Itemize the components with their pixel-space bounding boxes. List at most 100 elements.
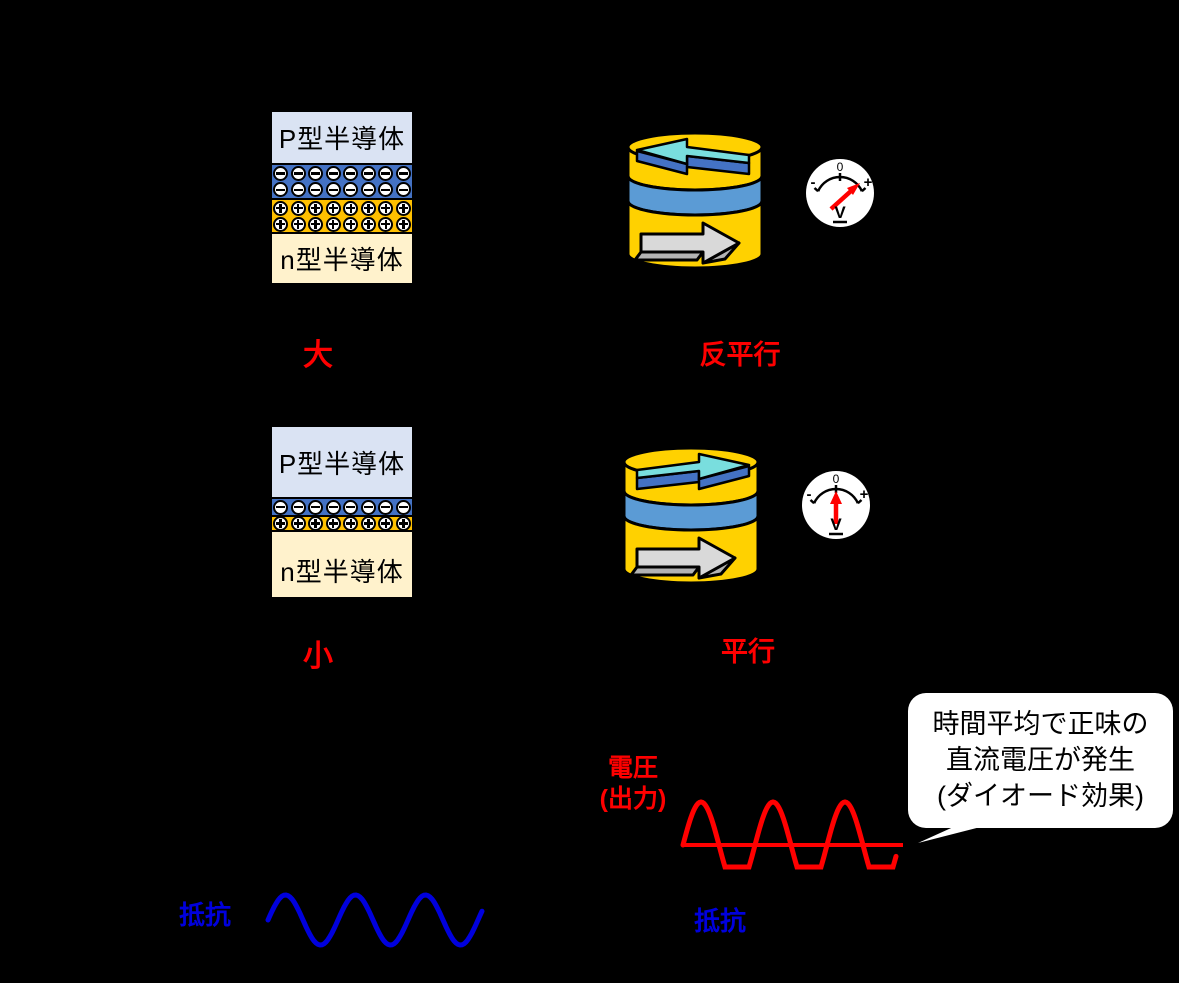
electron-icon bbox=[325, 182, 341, 198]
caption-parallel: 平行 bbox=[721, 637, 775, 667]
electron-icon bbox=[378, 499, 394, 515]
resistance-label-right: 抵抗 bbox=[693, 906, 746, 936]
rectified-wave-red bbox=[680, 799, 903, 870]
needle-pointing-plus bbox=[829, 189, 853, 211]
electron-icon bbox=[360, 182, 376, 198]
callout-line3: (ダイオード効果) bbox=[937, 781, 1144, 811]
electron-icon bbox=[290, 182, 306, 198]
pn-junction-large: P型半導体 n型半導体 bbox=[272, 112, 412, 283]
mtj-cylinder-antiparallel bbox=[626, 131, 764, 270]
hole-icon bbox=[343, 216, 359, 232]
voltage-label-line1: 電圧 bbox=[607, 754, 658, 782]
electron-icon bbox=[308, 182, 324, 198]
hole-icon bbox=[343, 200, 359, 216]
hole-charge-row bbox=[272, 200, 412, 216]
p-layer: P型半導体 bbox=[272, 112, 412, 163]
electron-icon bbox=[325, 499, 341, 515]
meter-plus-label: + bbox=[860, 486, 869, 503]
hole-icon bbox=[308, 216, 324, 232]
hole-icon bbox=[378, 200, 394, 216]
free-layer-arrow-left bbox=[635, 137, 751, 176]
hole-icon bbox=[290, 516, 306, 531]
hole-charge-row bbox=[272, 216, 412, 232]
hole-icon bbox=[343, 516, 359, 531]
callout-line1: 時間平均で正味の bbox=[932, 709, 1149, 739]
electron-icon bbox=[395, 182, 411, 198]
voltmeter-parallel: 0 - + V bbox=[802, 471, 870, 539]
pn-junction-small: P型半導体 n型半導体 bbox=[272, 427, 412, 597]
hole-layer bbox=[272, 198, 412, 232]
callout-bubble: 時間平均で正味の 直流電圧が発生 (ダイオード効果) bbox=[908, 693, 1173, 828]
electron-icon bbox=[343, 165, 359, 181]
electron-icon bbox=[343, 499, 359, 515]
meter-plus-label: + bbox=[864, 174, 873, 191]
p-layer-label: P型半導体 bbox=[278, 124, 406, 154]
n-layer: n型半導体 bbox=[272, 232, 412, 283]
n-layer: n型半導体 bbox=[272, 530, 412, 597]
hole-layer bbox=[272, 515, 412, 531]
meter-unit-label: V bbox=[834, 203, 846, 222]
n-layer-label: n型半導体 bbox=[280, 245, 404, 275]
meter-minus-label: - bbox=[807, 486, 812, 503]
hole-icon bbox=[395, 516, 411, 531]
hole-icon bbox=[325, 216, 341, 232]
electron-icon bbox=[290, 499, 306, 515]
electron-icon bbox=[273, 182, 288, 198]
hole-icon bbox=[325, 200, 341, 216]
electron-icon bbox=[308, 499, 324, 515]
voltage-output-label: 電圧 (出力) bbox=[583, 753, 683, 815]
needle-head bbox=[830, 491, 842, 504]
hole-icon bbox=[360, 516, 376, 531]
mtj-cylinder-parallel bbox=[622, 446, 760, 585]
electron-icon bbox=[378, 165, 394, 181]
hole-icon bbox=[308, 516, 324, 531]
hole-icon bbox=[290, 216, 306, 232]
hole-icon bbox=[395, 200, 411, 216]
n-layer-label: n型半導体 bbox=[280, 557, 404, 587]
electron-layer bbox=[272, 163, 412, 198]
p-layer-label: P型半導体 bbox=[278, 448, 406, 479]
electron-layer bbox=[272, 497, 412, 515]
free-layer-arrow-right bbox=[635, 452, 751, 491]
meter-unit-label: V bbox=[830, 515, 842, 534]
needle-head bbox=[847, 183, 860, 195]
hole-icon bbox=[360, 216, 376, 232]
hole-icon bbox=[325, 516, 341, 531]
electron-icon bbox=[395, 165, 411, 181]
caption-large: 大 bbox=[303, 339, 333, 372]
electron-icon bbox=[273, 165, 288, 181]
electron-icon bbox=[308, 165, 324, 181]
callout-line2: 直流電圧が発生 bbox=[946, 745, 1135, 775]
hole-icon bbox=[378, 516, 394, 531]
p-layer: P型半導体 bbox=[272, 427, 412, 497]
electron-charge-row bbox=[272, 182, 412, 199]
hole-icon bbox=[395, 216, 411, 232]
hole-icon bbox=[308, 200, 324, 216]
electron-icon bbox=[360, 165, 376, 181]
hole-icon bbox=[290, 200, 306, 216]
meter-minus-label: - bbox=[811, 174, 816, 191]
hole-icon bbox=[273, 516, 288, 531]
electron-icon bbox=[360, 499, 376, 515]
voltage-label-line2: (出力) bbox=[599, 785, 667, 813]
electron-icon bbox=[378, 182, 394, 198]
hole-icon bbox=[360, 200, 376, 216]
hole-icon bbox=[273, 216, 288, 232]
electron-icon bbox=[343, 182, 359, 198]
electron-icon bbox=[325, 165, 341, 181]
resistance-label-left: 抵抗 bbox=[178, 900, 231, 930]
meter-zero-label: 0 bbox=[837, 160, 844, 174]
electron-charge-row bbox=[272, 165, 412, 182]
reference-layer-arrow-right bbox=[633, 221, 741, 265]
caption-antiparallel: 反平行 bbox=[699, 340, 781, 370]
electron-icon bbox=[290, 165, 306, 181]
electron-icon bbox=[395, 499, 411, 515]
sine-wave-blue bbox=[265, 892, 485, 948]
hole-charge-row bbox=[272, 516, 412, 531]
reference-layer-arrow-right bbox=[629, 536, 737, 580]
electron-icon bbox=[273, 499, 288, 515]
caption-small: 小 bbox=[303, 640, 333, 673]
hole-icon bbox=[273, 200, 288, 216]
electron-charge-row bbox=[272, 499, 412, 515]
